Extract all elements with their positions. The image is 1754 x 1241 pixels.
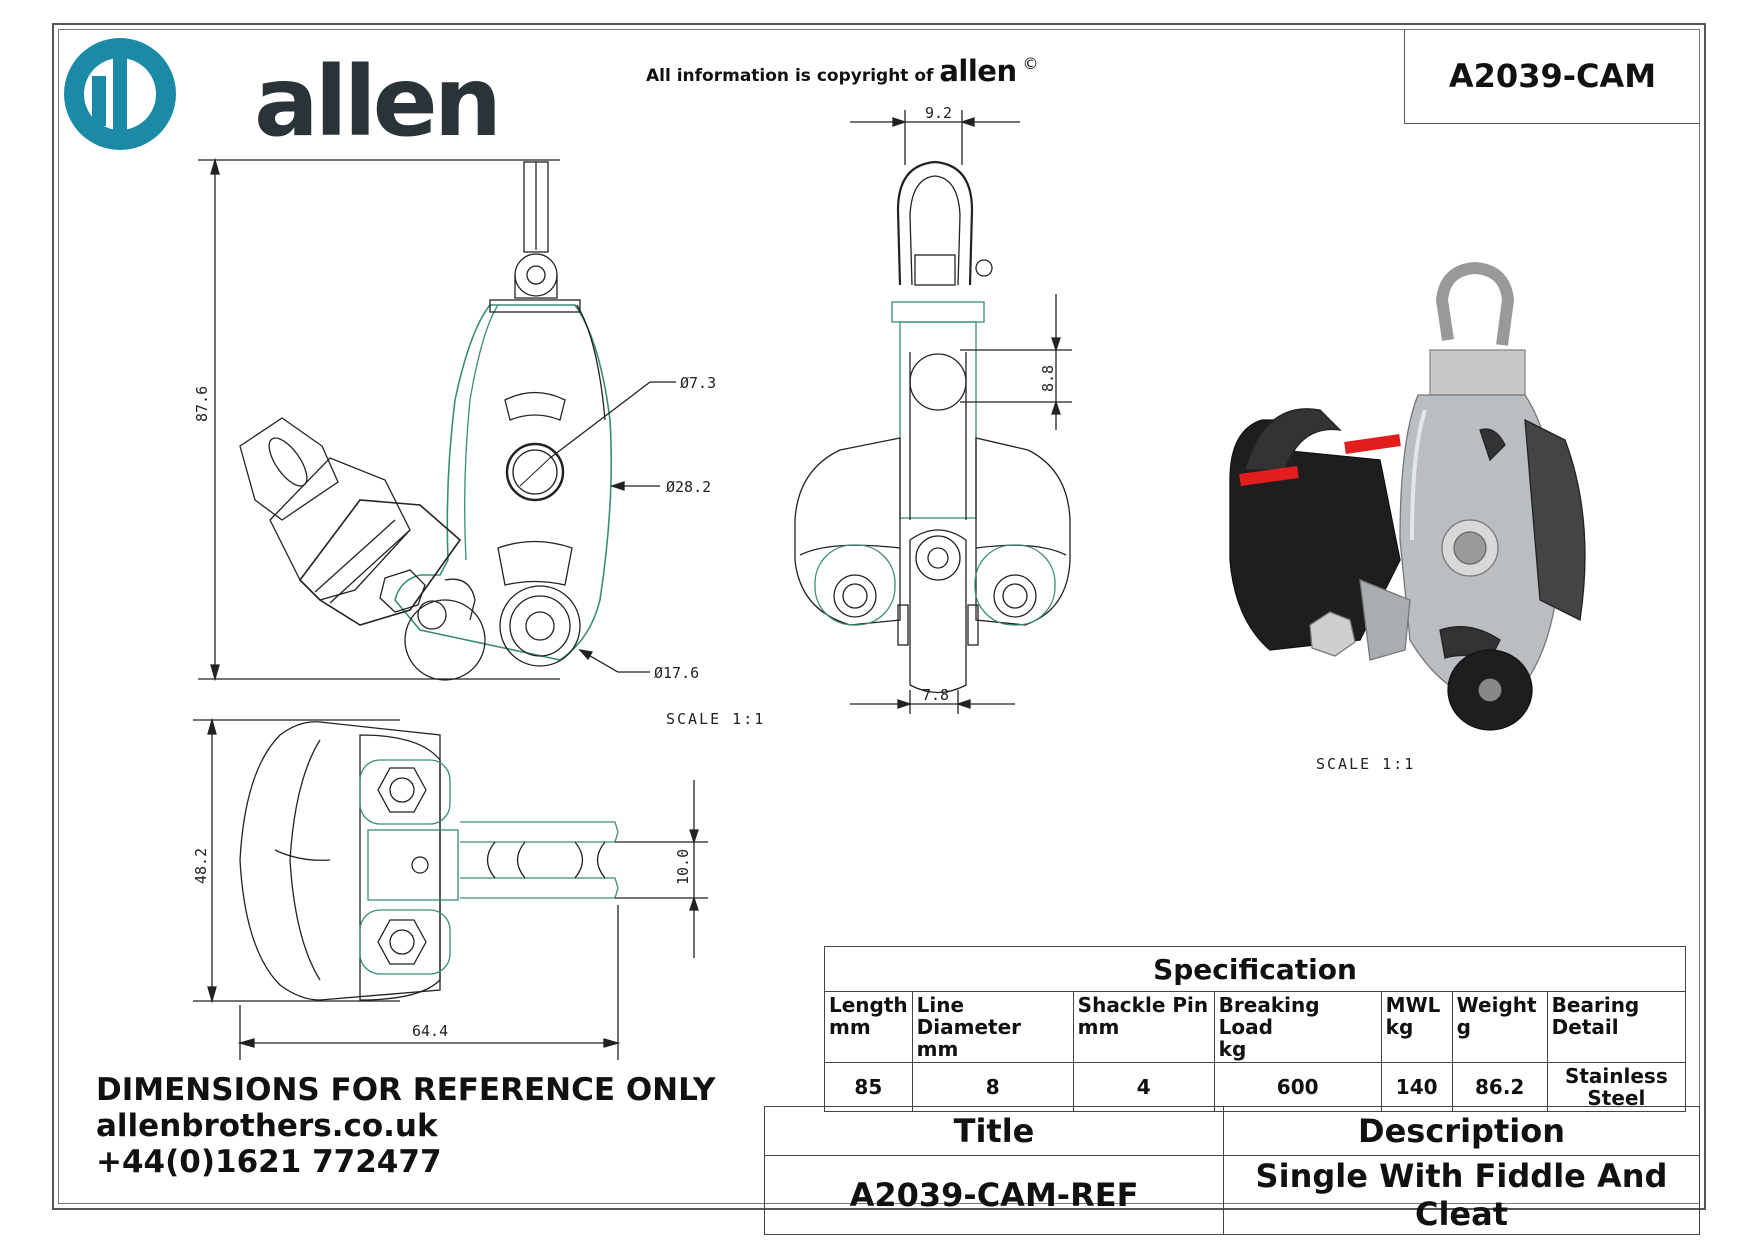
specification-title: Specification — [824, 946, 1686, 992]
top-width-dim: 64.4 — [412, 1022, 448, 1040]
top-line-gap-dim: 10.0 — [674, 849, 692, 885]
spec-value-line-diameter: 8 — [911, 1062, 1074, 1112]
spec-value-shackle-pin: 4 — [1072, 1062, 1215, 1112]
contact-block: DIMENSIONS FOR REFERENCE ONLY allenbroth… — [96, 1072, 716, 1180]
title-label: Title — [764, 1106, 1224, 1156]
description-label: Description — [1223, 1106, 1700, 1156]
allen-logo: allen — [62, 36, 502, 156]
front-height-dim: 87.6 — [193, 386, 211, 422]
reference-disclaimer: DIMENSIONS FOR REFERENCE ONLY — [96, 1072, 716, 1108]
description-value: Single With Fiddle And Cleat — [1223, 1155, 1700, 1235]
front-scale-label: SCALE 1:1 — [666, 710, 766, 728]
specification-value-row: 85 8 4 600 140 86.2 Stainless Steel — [824, 1062, 1687, 1112]
side-pin-gap-dim: 8.8 — [1039, 365, 1057, 392]
side-shackle-width-dim: 9.2 — [925, 104, 952, 122]
title-block: Title Description A2039-CAM-REF Single W… — [764, 1106, 1700, 1235]
copyright-symbol: © — [1022, 54, 1039, 73]
front-bore-dim: Ø7.3 — [680, 374, 716, 392]
phone-number: +44(0)1621 772477 — [96, 1144, 442, 1180]
copyright-notice: All information is copyright of allen © — [646, 54, 1039, 88]
website-link[interactable]: allenbrothers.co.uk — [96, 1108, 438, 1144]
iso-scale-label: SCALE 1:1 — [1316, 755, 1416, 773]
front-sheave-dim: Ø28.2 — [666, 478, 711, 496]
iso-view — [1229, 261, 1586, 731]
copyright-brand: allen — [939, 54, 1017, 88]
title-value: A2039-CAM-REF — [764, 1155, 1224, 1235]
allen-logo-mark-icon — [64, 38, 176, 150]
top-view — [193, 717, 708, 1060]
top-height-dim: 48.2 — [192, 848, 210, 884]
spec-value-mwl: 140 — [1380, 1062, 1453, 1112]
part-number: A2039-CAM — [1448, 57, 1657, 95]
side-sheave-width-dim: 7.8 — [922, 686, 949, 704]
spec-value-length: 85 — [824, 1062, 913, 1112]
front-fiddle-dim: Ø17.6 — [654, 664, 699, 682]
spec-value-breaking-load: 600 — [1213, 1062, 1382, 1112]
spec-value-weight: 86.2 — [1451, 1062, 1548, 1112]
allen-logo-wordmark: allen — [254, 46, 502, 158]
front-view — [198, 157, 676, 682]
side-view — [794, 110, 1072, 714]
copyright-prefix: All information is copyright of — [646, 66, 934, 86]
spec-value-bearing-detail: Stainless Steel — [1546, 1062, 1687, 1112]
part-number-box: A2039-CAM — [1404, 29, 1700, 124]
